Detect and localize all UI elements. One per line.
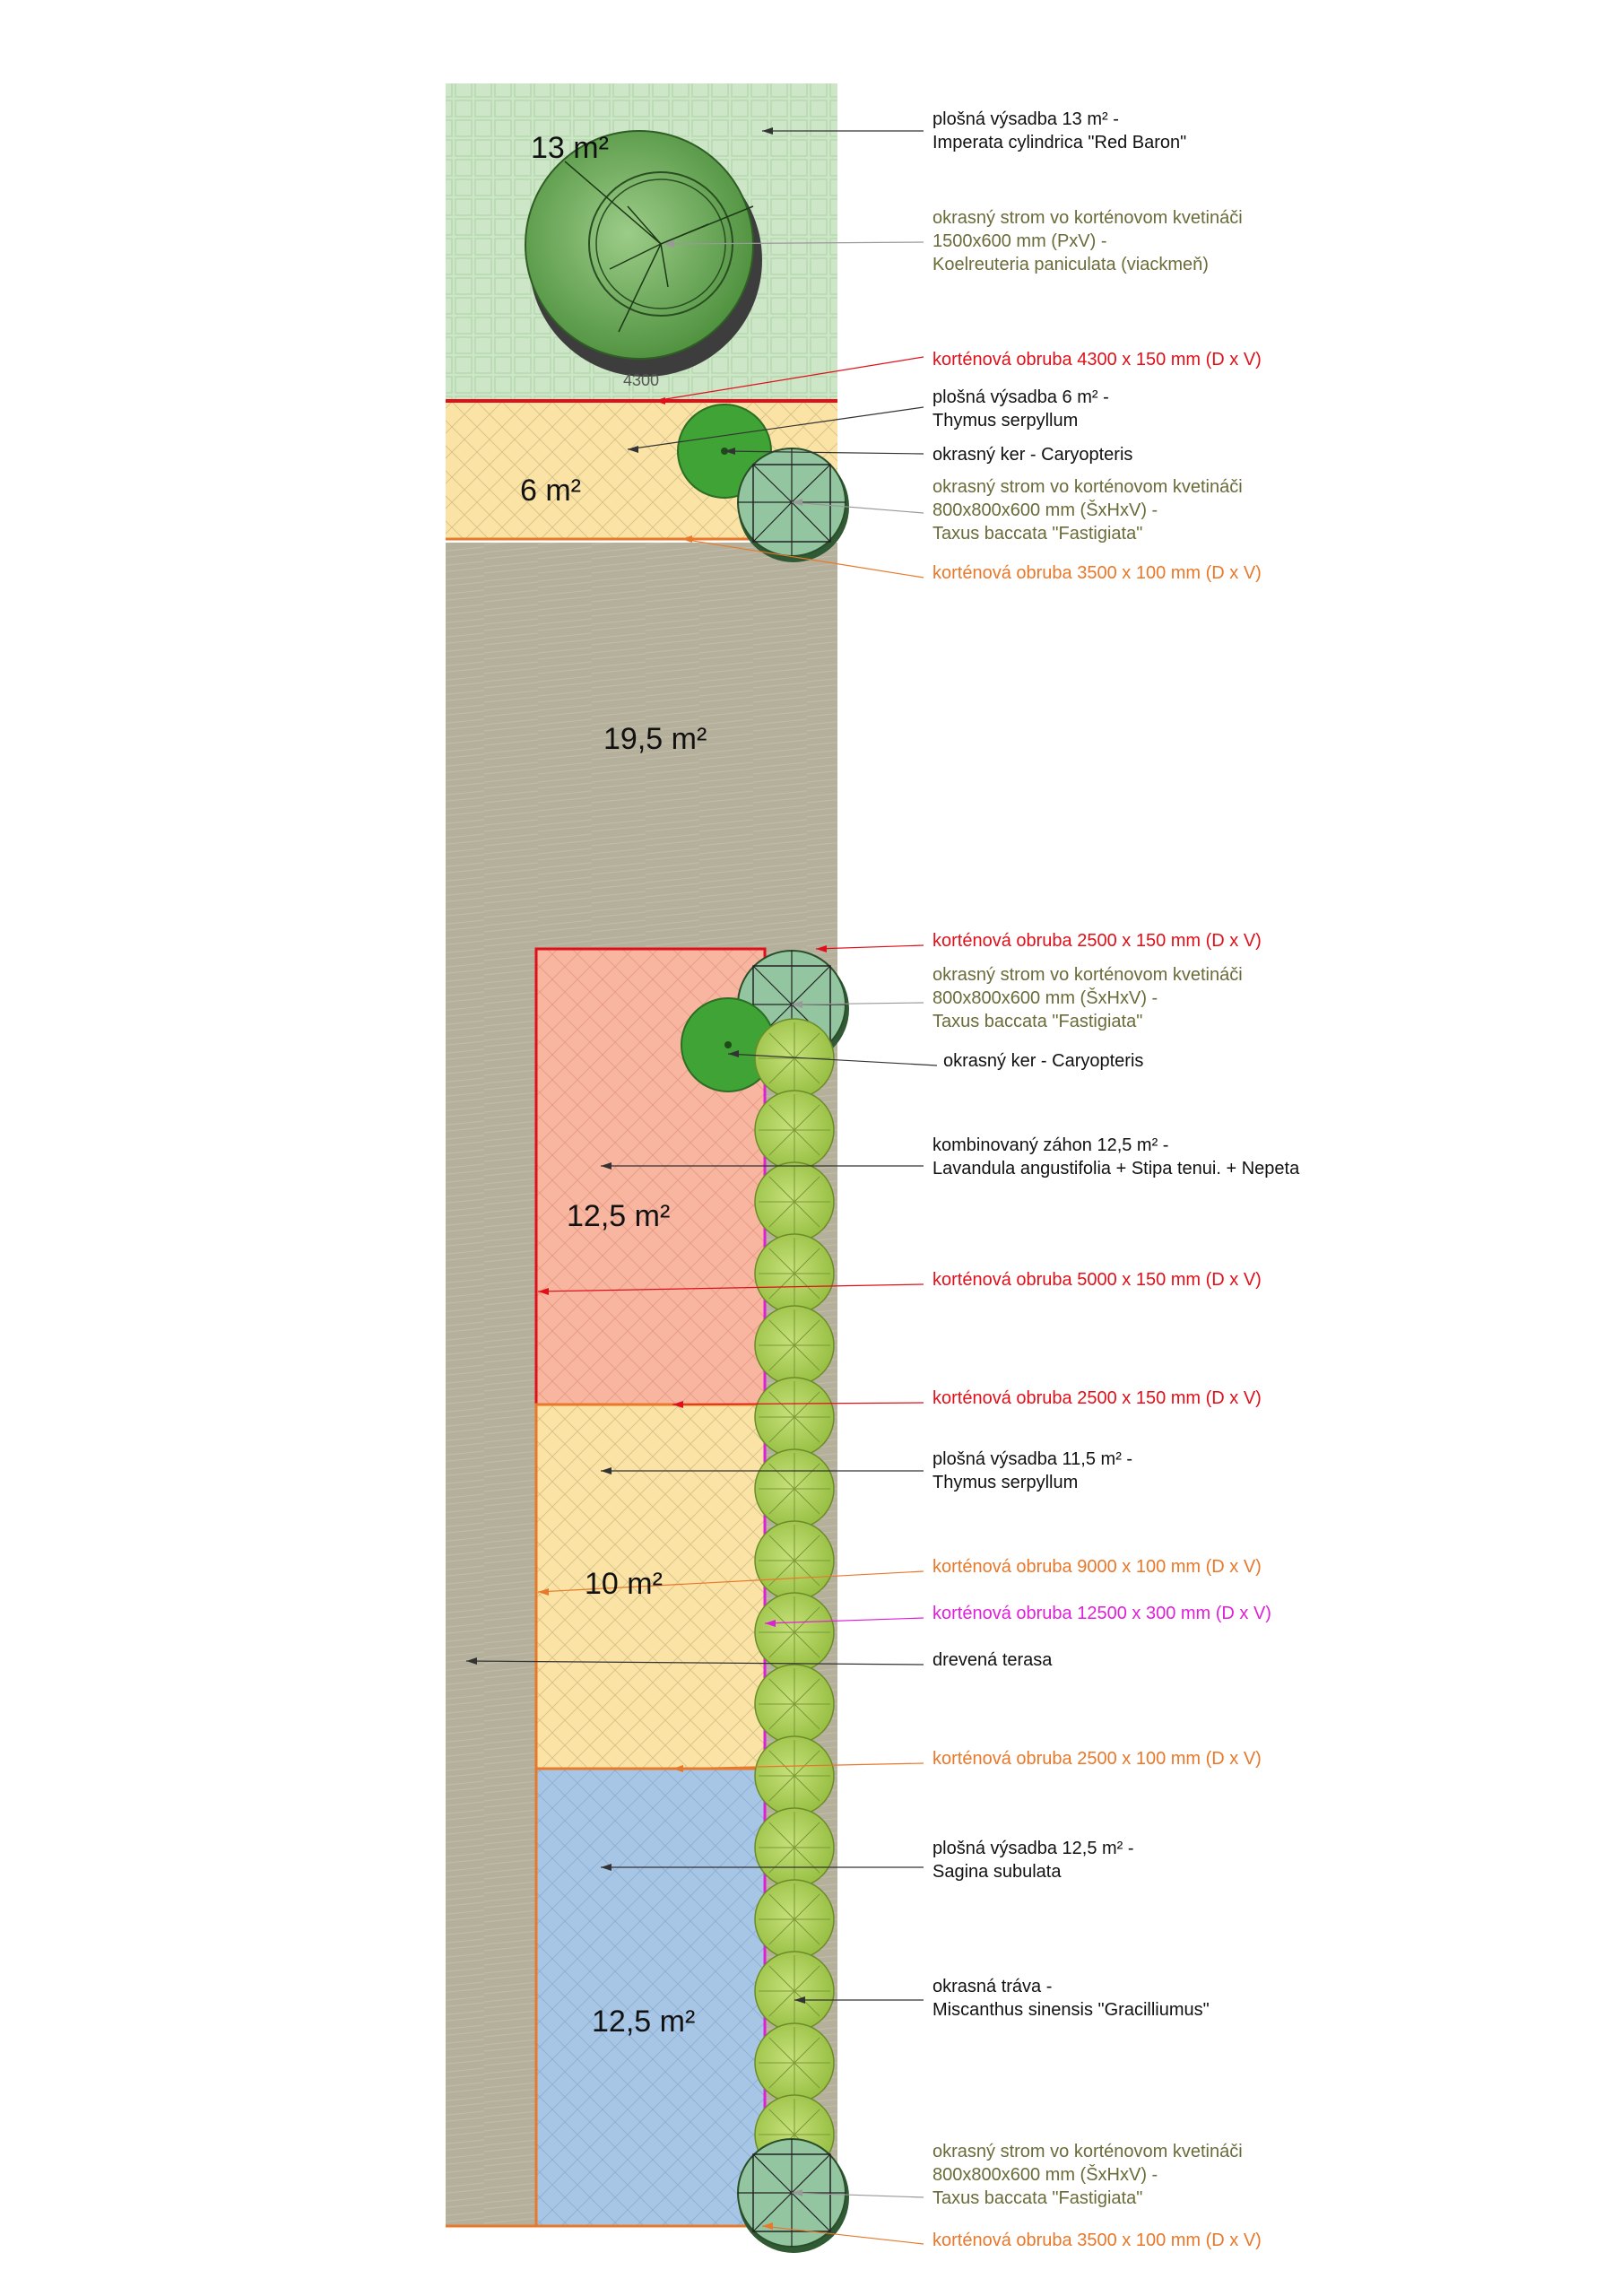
legend-line: Miscanthus sinensis "Gracilliumus" <box>932 2000 1210 2020</box>
legend-line: Taxus baccata "Fastigiata" <box>932 1012 1143 1031</box>
koelreuteria-tree-icon <box>525 130 762 377</box>
legend-item: korténová obruba 2500 x 150 mm (D x V) <box>932 929 1262 952</box>
miscanthus-grass-row <box>754 1018 835 2175</box>
legend-item: kombinovaný záhon 12,5 m² - Lavandula ang… <box>932 1134 1299 1180</box>
leader-lines <box>465 127 938 2245</box>
legend-line: okrasná tráva - <box>932 1977 1053 1996</box>
legend-item: okrasný strom vo korténovom kvetináči 800… <box>932 475 1243 545</box>
legend-item: korténová obruba 2500 x 100 mm (D x V) <box>932 1747 1262 1770</box>
legend-item: korténová obruba 9000 x 100 mm (D x V) <box>932 1555 1262 1578</box>
legend-item: korténová obruba 3500 x 100 mm (D x V) <box>932 561 1262 585</box>
legend-item: korténová obruba 4300 x 150 mm (D x V) <box>932 348 1262 371</box>
legend-line: okrasný strom vo korténovom kvetináči <box>932 208 1243 228</box>
area-label-13: 13 m² <box>531 131 609 165</box>
legend-item: okrasný ker - Caryopteris <box>932 443 1132 466</box>
legend-item: drevená terasa <box>932 1648 1052 1672</box>
legend-line: plošná výsadba 11,5 m² - <box>932 1449 1133 1469</box>
legend-item: okrasná tráva - Miscanthus sinensis "Grac… <box>932 1975 1210 2022</box>
legend-line: Koelreuteria paniculata (viackmeň) <box>932 255 1209 274</box>
legend-line: Thymus serpyllum <box>932 1473 1079 1492</box>
legend-line: 800x800x600 mm (ŠxHxV) - <box>932 2165 1158 2185</box>
legend-line: plošná výsadba 6 m² - <box>932 387 1109 407</box>
legend-item: korténová obruba 5000 x 150 mm (D x V) <box>932 1268 1262 1292</box>
legend-line: korténová obruba 12500 x 300 mm (D x V) <box>932 1604 1271 1623</box>
legend-line: korténová obruba 5000 x 150 mm (D x V) <box>932 1270 1262 1290</box>
legend-line: okrasný strom vo korténovom kvetináči <box>932 477 1243 497</box>
legend-item: korténová obruba 12500 x 300 mm (D x V) <box>932 1602 1271 1625</box>
area-label-6: 6 m² <box>520 474 581 508</box>
area-label-12-5-red: 12,5 m² <box>567 1199 671 1233</box>
legend-line: plošná výsadba 13 m² - <box>932 109 1119 129</box>
legend-line: drevená terasa <box>932 1650 1053 1670</box>
legend-line: Taxus baccata "Fastigiata" <box>932 2188 1143 2208</box>
legend-line: plošná výsadba 12,5 m² - <box>932 1839 1134 1858</box>
legend-item: okrasný ker - Caryopteris <box>943 1049 1143 1073</box>
legend-item: okrasný strom vo korténovom kvetináči 150… <box>932 206 1243 276</box>
legend-line: okrasný ker - Caryopteris <box>932 445 1133 465</box>
legend-line: korténová obruba 2500 x 150 mm (D x V) <box>932 1388 1262 1408</box>
legend-line: 1500x600 mm (PxV) - <box>932 231 1107 251</box>
legend-line: korténová obruba 9000 x 100 mm (D x V) <box>932 1557 1262 1577</box>
legend-line: okrasný strom vo korténovom kvetináči <box>932 965 1243 985</box>
legend-line: Taxus baccata "Fastigiata" <box>932 524 1143 544</box>
legend-item: okrasný strom vo korténovom kvetináči 800… <box>932 2140 1243 2210</box>
legend-line: 800x800x600 mm (ŠxHxV) - <box>932 988 1158 1008</box>
legend-line: kombinovaný záhon 12,5 m² - <box>932 1135 1169 1155</box>
dimension-label: 4300 <box>623 371 660 389</box>
legend-line: korténová obruba 3500 x 100 mm (D x V) <box>932 2231 1262 2250</box>
legend-line: Imperata cylindrica "Red Baron" <box>932 133 1187 152</box>
legend-item: korténová obruba 3500 x 100 mm (D x V) <box>932 2229 1262 2252</box>
area-label-19-5: 19,5 m² <box>603 722 707 756</box>
legend-item: plošná výsadba 13 m² - Imperata cylindric… <box>932 108 1186 154</box>
legend-line: okrasný ker - Caryopteris <box>943 1051 1144 1071</box>
legend-line: korténová obruba 3500 x 100 mm (D x V) <box>932 563 1262 583</box>
legend-line: okrasný strom vo korténovom kvetináči <box>932 2142 1243 2161</box>
legend-item: plošná výsadba 12,5 m² - Sagina subulata <box>932 1837 1134 1883</box>
legend-line: korténová obruba 2500 x 100 mm (D x V) <box>932 1749 1262 1769</box>
legend-line: korténová obruba 2500 x 150 mm (D x V) <box>932 931 1262 951</box>
area-label-10: 10 m² <box>585 1567 663 1601</box>
legend-item: okrasný strom vo korténovom kvetináči 800… <box>932 963 1243 1033</box>
area-label-12-5-blue: 12,5 m² <box>592 2005 696 2039</box>
legend-line: 800x800x600 mm (ŠxHxV) - <box>932 500 1158 520</box>
legend-item: plošná výsadba 6 m² - Thymus serpyllum <box>932 386 1109 432</box>
legend-line: Lavandula angustifolia + Stipa tenui. + … <box>932 1159 1300 1178</box>
legend-line: Sagina subulata <box>932 1862 1062 1882</box>
legend-line: korténová obruba 4300 x 150 mm (D x V) <box>932 350 1262 370</box>
legend-item: plošná výsadba 11,5 m² - Thymus serpyllum <box>932 1448 1132 1494</box>
legend-line: Thymus serpyllum <box>932 411 1079 430</box>
legend-item: korténová obruba 2500 x 150 mm (D x V) <box>932 1387 1262 1410</box>
